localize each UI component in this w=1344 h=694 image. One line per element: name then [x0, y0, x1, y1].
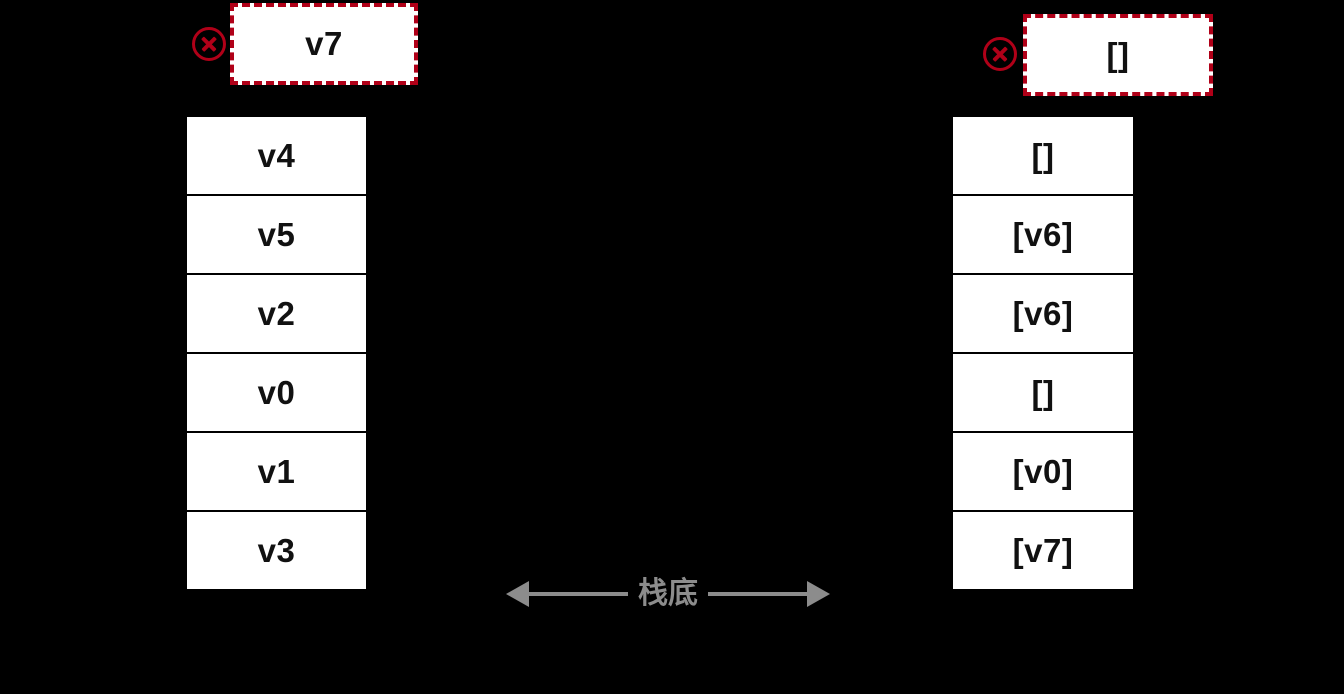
left-stack-cell[interactable]: v1	[187, 433, 366, 512]
right-stack-cell[interactable]: []	[953, 117, 1133, 196]
left-stack-cell[interactable]: v5	[187, 196, 366, 275]
arrow-right-icon	[708, 592, 808, 596]
left-stack-cell[interactable]: v4	[187, 117, 366, 196]
right-stack-cell[interactable]: [v0]	[953, 433, 1133, 512]
left-stack-cell[interactable]: v2	[187, 275, 366, 354]
arrow-left-icon	[528, 592, 628, 596]
right-popped-cell[interactable]: []	[1023, 14, 1213, 96]
right-popped-group: []	[0, 0, 1230, 110]
right-stack-cell[interactable]: [v6]	[953, 196, 1133, 275]
stack-bottom-label: 栈底	[638, 577, 698, 610]
left-stack-cell[interactable]: v3	[187, 512, 366, 589]
right-circle-x-icon	[983, 37, 1017, 71]
left-circle-x-icon	[192, 27, 226, 61]
right-stack: [] [v6] [v6] [] [v0] [v7]	[950, 114, 1136, 592]
right-stack-cell[interactable]: [v7]	[953, 512, 1133, 589]
left-popped-cell[interactable]: v7	[230, 3, 418, 85]
stack-bottom-annotation: 栈底	[528, 577, 808, 611]
right-stack-cell[interactable]: [v6]	[953, 275, 1133, 354]
left-popped-group: v7	[0, 0, 430, 100]
left-stack: v4 v5 v2 v0 v1 v3	[184, 114, 369, 592]
left-stack-cell[interactable]: v0	[187, 354, 366, 433]
right-stack-cell[interactable]: []	[953, 354, 1133, 433]
